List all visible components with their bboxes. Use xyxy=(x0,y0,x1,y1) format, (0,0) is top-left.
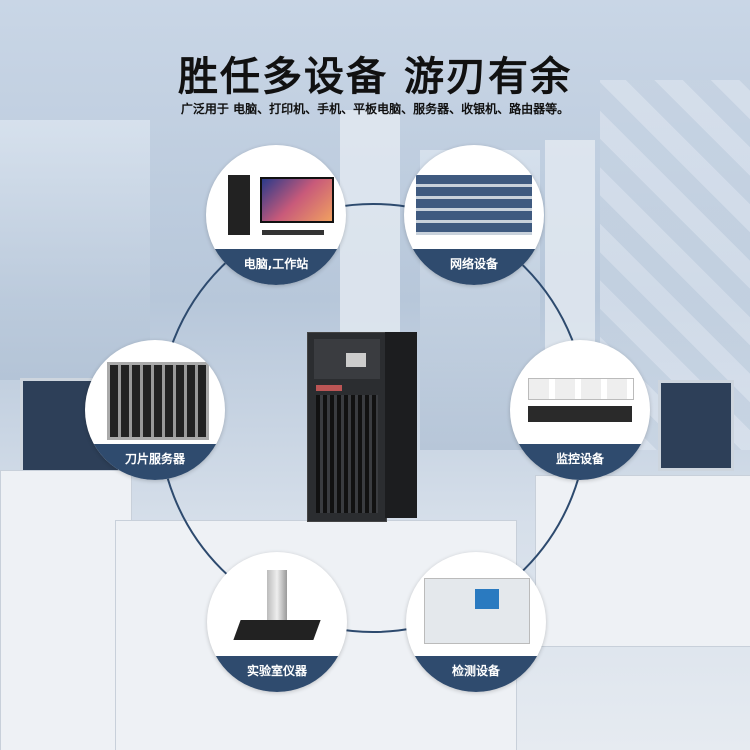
testing-equipment-icon xyxy=(424,578,530,644)
device-label: 电脑,工作站 xyxy=(206,249,346,285)
device-label: 检测设备 xyxy=(406,656,546,692)
device-lab-instrument: 实验室仪器 xyxy=(207,552,347,692)
device-label: 监控设备 xyxy=(510,444,650,480)
device-label: 刀片服务器 xyxy=(85,444,225,480)
lcd-display xyxy=(346,353,366,367)
blade-server-icon xyxy=(107,362,209,440)
device-surveillance: 监控设备 xyxy=(510,340,650,480)
device-testing: 检测设备 xyxy=(406,552,546,692)
device-network: 网络设备 xyxy=(404,145,544,285)
device-label: 实验室仪器 xyxy=(207,656,347,692)
subtitle: 广泛用于 电脑、打印机、手机、平板电脑、服务器、收银机、路由器等。 xyxy=(180,102,570,116)
headline: 胜任多设备 游刃有余 xyxy=(178,54,572,100)
lab-instrument-icon xyxy=(233,570,321,645)
desktop-computer-icon xyxy=(228,175,334,240)
network-switch-icon xyxy=(416,175,532,235)
device-blade-server: 刀片服务器 xyxy=(85,340,225,480)
device-label: 网络设备 xyxy=(404,249,544,285)
device-desktop-computer: 电脑,工作站 xyxy=(206,145,346,285)
surveillance-camera-icon xyxy=(528,378,634,428)
ups-product xyxy=(307,332,417,522)
